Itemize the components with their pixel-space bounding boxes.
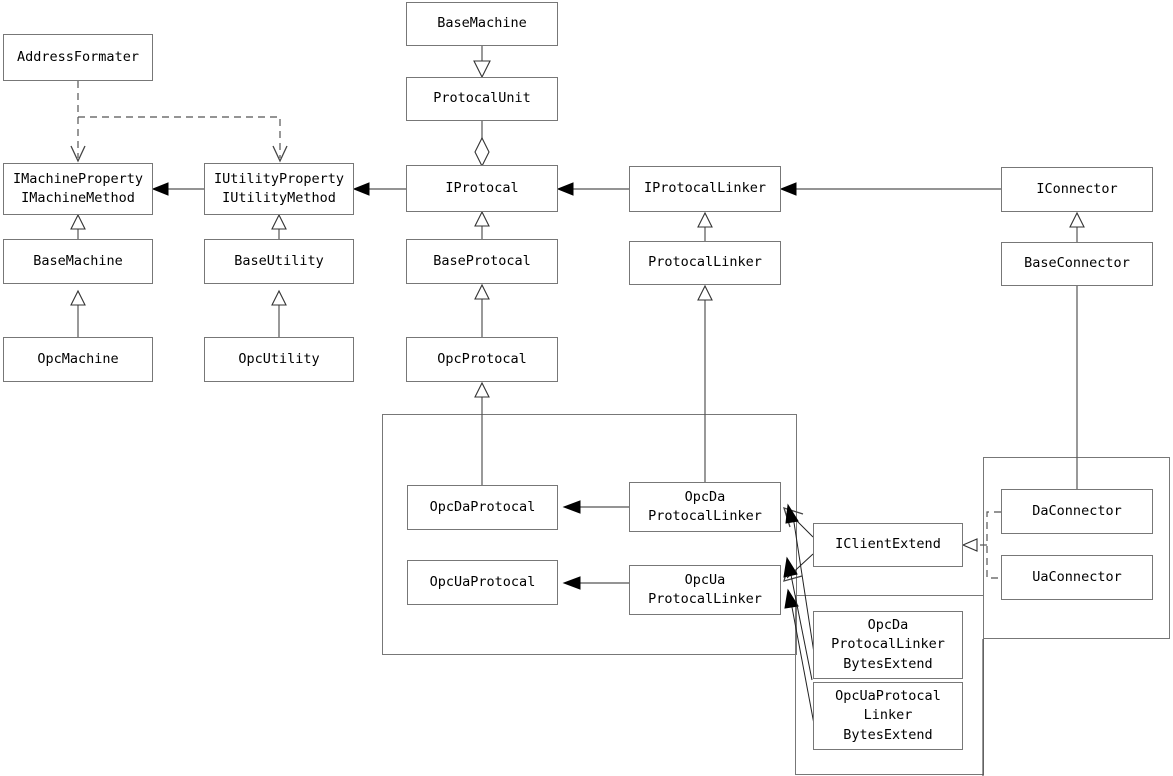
edge-iprotocallinker-to-iprotocal (556, 182, 629, 196)
class-box-opcuaprotocallinker[interactable]: OpcUa ProtocalLinker (629, 565, 781, 615)
edge-iutilityproperty-to-imachineproperty (151, 182, 204, 196)
edge-opcmachine-to-basemachine (70, 289, 86, 337)
edge-opcuaprotocallinker-to-opcuaprotocal (562, 576, 629, 590)
edge-iconnector-to-iprotocallinker (779, 182, 1001, 196)
class-box-opcdaprotocallinker[interactable]: OpcDa ProtocalLinker (629, 482, 781, 532)
class-box-basemachine-top[interactable]: BaseMachine (406, 2, 558, 46)
edge-opcdaprotocal-to-opcprotocal (474, 381, 490, 485)
class-box-opcdaprotocallinkerbytes[interactable]: OpcDa ProtocalLinker BytesExtend (813, 611, 963, 679)
class-box-baseutility[interactable]: BaseUtility (204, 239, 354, 284)
edge-connectors-to-iclientextend (961, 511, 1001, 579)
edge-basemachine-to-imachineproperty (70, 213, 86, 239)
class-box-iutilityproperty[interactable]: IUtilityProperty IUtilityMethod (204, 163, 354, 215)
class-box-iprotocal[interactable]: IProtocal (406, 165, 558, 212)
class-box-iconnector[interactable]: IConnector (1001, 167, 1153, 212)
class-box-opcmachine[interactable]: OpcMachine (3, 337, 153, 382)
class-box-baseprotocal[interactable]: BaseProtocal (406, 239, 558, 284)
edge-iprotocal-to-iutilityproperty (352, 182, 406, 196)
class-box-opcuaprotocal[interactable]: OpcUaProtocal (407, 560, 558, 605)
class-box-opcdaprotocal[interactable]: OpcDaProtocal (407, 485, 558, 530)
class-box-protocallinker[interactable]: ProtocalLinker (629, 241, 781, 285)
class-box-addressformater[interactable]: AddressFormater (3, 34, 153, 81)
edge-protocallinker-to-iprotocallinker (697, 211, 713, 241)
edge-extra-into-opcuaprotocallinker (783, 556, 813, 681)
class-box-daconnector[interactable]: DaConnector (1001, 489, 1153, 534)
class-box-iprotocallinker[interactable]: IProtocalLinker (629, 166, 781, 212)
edge-protocalunit-to-iprotocal (474, 121, 490, 168)
edge-addressformater-to-iutilityproperty (78, 116, 288, 163)
edge-opcdabytesextend-to-opcdaprotocallinker (785, 503, 815, 654)
edge-baseconnector-to-iconnector (1069, 211, 1085, 242)
class-box-iclientextend[interactable]: IClientExtend (813, 523, 963, 567)
edge-opcdaprotocallinker-to-opcdaprotocal (562, 500, 629, 514)
edge-baseutility-to-iutilityproperty (271, 213, 287, 239)
edge-baseprotocal-to-iprotocal (474, 210, 490, 239)
class-box-opcuaprotocallinkerbytes[interactable]: OpcUaProtocal Linker BytesExtend (813, 682, 963, 750)
edge-basemachinetop-to-protocalunit (473, 46, 491, 79)
class-box-protocalunit[interactable]: ProtocalUnit (406, 77, 558, 121)
edge-addressformater-to-imachineproperty (70, 81, 86, 163)
class-box-basemachine-left[interactable]: BaseMachine (3, 239, 153, 284)
group-protocal-impl (382, 414, 797, 655)
edge-opcdaprotocallinker-to-protocallinker (697, 284, 713, 482)
class-box-uaconnector[interactable]: UaConnector (1001, 555, 1153, 600)
class-box-imachineproperty[interactable]: IMachineProperty IMachineMethod (3, 163, 153, 215)
edge-opcprotocal-to-baseprotocal (474, 283, 490, 337)
class-box-baseconnector[interactable]: BaseConnector (1001, 242, 1153, 286)
edge-opcutility-to-baseutility (271, 289, 287, 337)
class-box-opcprotocal[interactable]: OpcProtocal (406, 337, 558, 382)
edge-opcuabytesextend-to-opcuaprotocallinker (784, 588, 815, 725)
class-box-opcutility[interactable]: OpcUtility (204, 337, 354, 382)
